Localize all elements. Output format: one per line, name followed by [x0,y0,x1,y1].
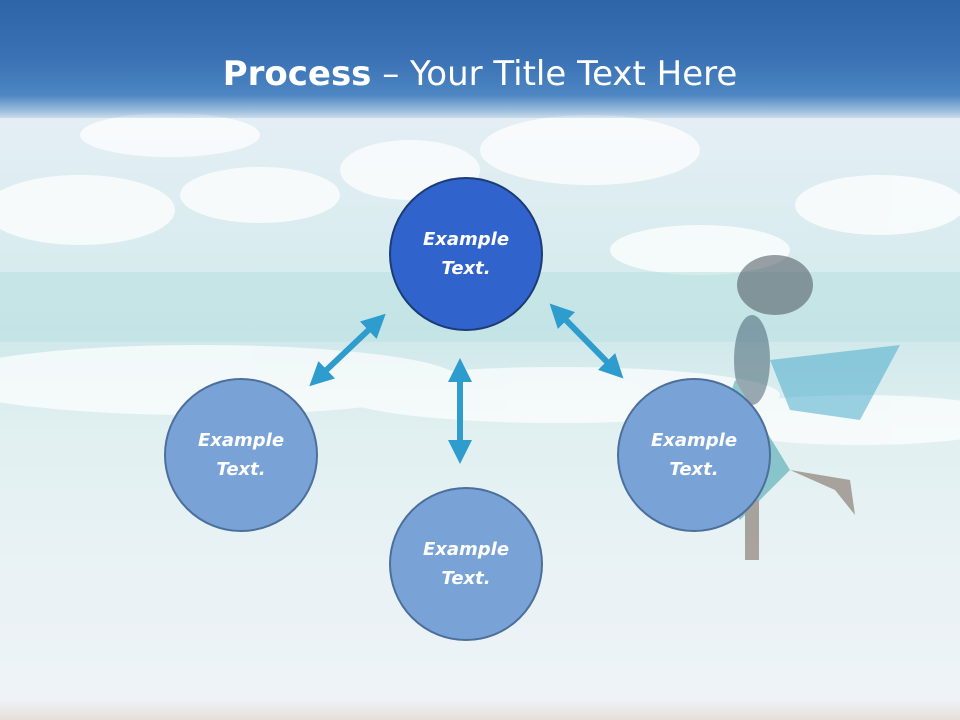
title-rest: – Your Title Text Here [371,54,738,94]
double-arrow-icon [549,303,624,379]
node-label: Text. [441,568,491,589]
node-label: Text. [216,459,266,480]
node-label: Example [422,229,510,250]
title-band [0,0,960,118]
slide-title: Process – Your Title Text Here [0,52,960,96]
node-label: Text. [669,459,719,480]
double-arrow-icon [309,313,386,387]
node-label: Example [197,430,285,451]
node-label: Example [422,539,510,560]
title-bold: Process [222,54,372,94]
node-label: Text. [441,258,491,279]
node-label: Example [650,430,738,451]
clouds [0,113,960,275]
